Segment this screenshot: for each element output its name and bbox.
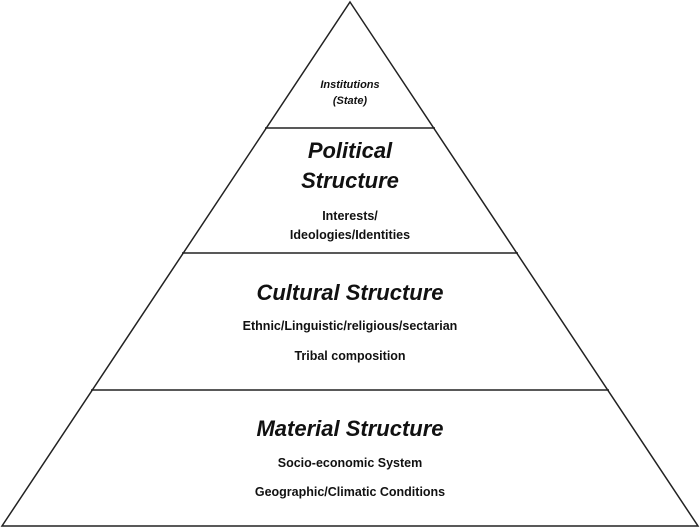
cultural-detail-ethnic: Ethnic/Linguistic/religious/sectarian xyxy=(242,319,458,333)
material-heading: Material Structure xyxy=(256,416,444,441)
political-heading-line2: Structure xyxy=(301,168,399,193)
political-detail-interests: Interests/ xyxy=(322,209,378,223)
state-label: (State) xyxy=(332,95,368,107)
political-heading-line1: Political xyxy=(307,138,393,163)
institutions-label: Institutions xyxy=(320,79,380,91)
cultural-detail-tribal: Tribal composition xyxy=(294,349,406,363)
cultural-heading: Cultural Structure xyxy=(256,280,444,305)
material-detail-geographic: Geographic/Climatic Conditions xyxy=(254,485,446,499)
material-detail-socioeconomic: Socio-economic System xyxy=(277,456,423,470)
political-detail-ideologies: Ideologies/Identities xyxy=(289,228,411,242)
